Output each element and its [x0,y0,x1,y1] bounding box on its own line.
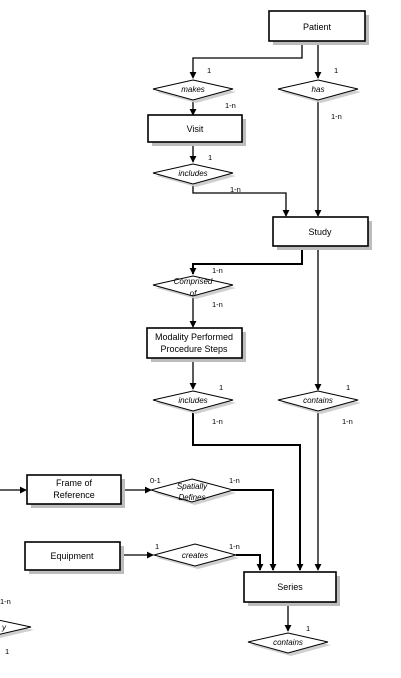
cardinality-mpps-includes-top: 1 [219,383,223,392]
cardinality-contains-top: 1 [346,383,350,392]
cardinality-comprised-top: 1-n [212,266,223,275]
connector-patient-makes [189,42,303,79]
relationship-spatially-label-line2: Defines [178,493,205,502]
connector-creates-series [236,554,264,571]
connector-study-comprised [189,247,303,275]
relationship-includes-visit[interactable]: includes [152,163,236,187]
entity-frame-label-line1: Frame of [56,478,93,488]
cardinality-has-bottom: 1-n [331,112,342,121]
cardinality-left-partial-bottom: 1 [5,647,9,656]
connector-spatially-series [232,489,277,571]
entity-equipment[interactable]: Equipment [24,541,124,574]
cardinality-creates-right: 1-n [229,542,240,551]
entity-frame-label-line2: Reference [53,490,95,500]
relationship-makes[interactable]: makes [152,79,236,103]
cardinality-visit-includes-top: 1 [208,153,212,162]
relationship-contains-study-label: contains [303,396,333,405]
cardinality-left-partial-top: 1-n [0,597,11,606]
cardinality-creates-left: 1 [155,542,159,551]
cardinality-contains-bottom: 1-n [342,417,353,426]
cardinality-visit-includes-bottom: 1-n [230,185,241,194]
entity-series[interactable]: Series [243,571,340,606]
cardinality-mpps-includes-bottom: 1-n [212,417,223,426]
entity-study[interactable]: Study [272,216,372,250]
relationship-creates-label: creates [182,551,208,560]
cardinality-makes-bottom: 1-n [225,101,236,110]
connectors [0,42,322,632]
relationship-has-label: has [312,85,325,94]
entity-visit[interactable]: Visit [147,114,246,146]
relationship-creates[interactable]: creates [152,543,239,569]
entity-patient[interactable]: Patient [268,10,369,45]
relationship-comprised-of[interactable]: Comprised of [152,275,236,299]
relationship-partial-left[interactable]: y [0,617,34,641]
relationship-contains-series[interactable]: contains [247,632,331,656]
connector-includes-study [192,184,290,217]
relationship-includes-mpps[interactable]: includes [152,390,236,414]
cardinality-series-contains-top: 1 [306,624,310,633]
relationship-includes-visit-label: includes [178,169,207,178]
entity-modality-performed-procedure-steps[interactable]: Modality Performed Procedure Steps [146,327,246,362]
relationship-partial-left-label: y [1,623,7,632]
entity-series-label: Series [277,582,303,592]
cardinality-makes-top: 1 [207,66,211,75]
relationship-contains-series-label: contains [273,638,303,647]
entity-study-label: Study [308,227,332,237]
relationship-includes-mpps-label: includes [178,396,207,405]
relationship-makes-label: makes [181,85,205,94]
cardinality-spatially-right: 1-n [229,476,240,485]
entity-equipment-label: Equipment [50,551,94,561]
cardinality-comprised-bottom: 1-n [212,300,223,309]
cardinality-has-top: 1 [334,66,338,75]
relationship-has[interactable]: has [277,79,361,103]
entity-patient-label: Patient [303,22,332,32]
relationship-comprised-label-line2: of [190,289,197,298]
cardinality-labels: 1 1-n 1 1-n 1 1-n 1-n 1-n 1 1-n 1 1-n 0-… [0,66,353,656]
entity-visit-label: Visit [187,124,204,134]
relationship-spatially-defines[interactable]: Spatially Defines [149,478,236,505]
entity-mpps-label-line1: Modality Performed [155,332,233,342]
entity-frame-of-reference[interactable]: Frame of Reference [26,474,125,508]
entity-mpps-label-line2: Procedure Steps [160,344,228,354]
connector-includes-series [192,413,304,571]
cardinality-spatially-left: 0-1 [150,476,161,485]
relationship-comprised-label-line1: Comprised [174,277,213,286]
relationship-contains-study[interactable]: contains [277,390,361,414]
relationship-spatially-label-line1: Spatially [177,482,208,491]
